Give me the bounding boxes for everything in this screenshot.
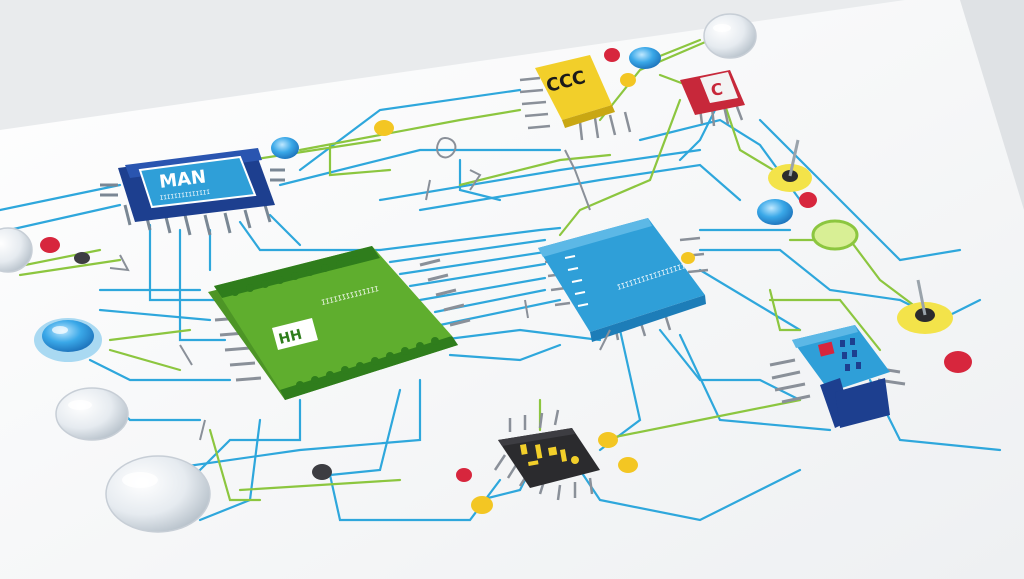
- wire: [418, 163, 742, 212]
- led-icon: [456, 468, 472, 482]
- blue-buttons: [34, 47, 793, 362]
- probe-icon: [599, 329, 611, 351]
- wire: [108, 328, 192, 342]
- wire: [108, 348, 182, 372]
- wire: [598, 398, 802, 442]
- wire: [0, 183, 122, 212]
- wire: [448, 343, 562, 362]
- wire: [278, 148, 562, 187]
- wire: [0, 203, 122, 234]
- led-icon: [618, 457, 638, 473]
- wire: [898, 248, 962, 262]
- probe-icon: [179, 344, 193, 366]
- pushbutton-icon: [811, 219, 859, 251]
- pushbutton-icon: [897, 279, 953, 334]
- wire: [88, 358, 232, 382]
- board-edge: [905, 0, 1024, 210]
- blue-chip: IIIIIIIIIIIIIIIII: [538, 218, 709, 342]
- wire: [328, 388, 402, 477]
- wire: [378, 148, 702, 202]
- wire: [698, 248, 902, 302]
- green-mcu-board: HH IIIIIIIIIIIIII: [208, 246, 471, 400]
- led-icon: [374, 120, 394, 136]
- probe-icon: [436, 137, 457, 159]
- led-icon: [799, 192, 817, 208]
- wire: [388, 238, 547, 264]
- black-ic-chip: [493, 409, 600, 501]
- led-icon: [620, 73, 636, 87]
- wire: [158, 378, 422, 472]
- bulb-icon: [0, 227, 33, 273]
- bulb-icon: [55, 387, 129, 441]
- wire: [98, 308, 212, 322]
- wire: [328, 143, 392, 177]
- leds: [40, 48, 972, 514]
- wire: [378, 226, 562, 252]
- wire: [438, 298, 562, 327]
- red-chip-label: C: [709, 79, 724, 100]
- wire: [458, 158, 502, 202]
- ring-switches: [768, 139, 953, 334]
- wire: [238, 478, 402, 492]
- led-icon: [944, 351, 972, 373]
- pushbutton-icon: [768, 139, 812, 192]
- led-icon: [471, 496, 493, 514]
- wire: [208, 428, 262, 502]
- pushbutton-icon: [629, 47, 661, 69]
- probe-icon: [524, 299, 529, 319]
- probe-icon: [109, 254, 130, 272]
- wire: [238, 220, 382, 252]
- led-icon: [598, 432, 618, 448]
- probes: [109, 137, 611, 441]
- yellow-chip: CCC: [519, 55, 632, 141]
- red-chip: C: [680, 70, 745, 127]
- navy-mcu-chip: MAN IIIIIIIIIIIIII: [100, 148, 285, 236]
- bulb-icon: [105, 455, 211, 533]
- wire: [398, 250, 547, 276]
- wire: [458, 153, 612, 187]
- wire: [198, 398, 302, 472]
- wire: [698, 268, 802, 332]
- wire: [598, 38, 712, 122]
- probe-icon: [425, 179, 431, 201]
- pushbutton-icon: [271, 137, 299, 159]
- wire: [558, 98, 682, 237]
- wire: [268, 213, 302, 247]
- led-icon: [604, 48, 620, 62]
- green-mcu-label: HH: [277, 327, 304, 348]
- bulb-icon: [703, 13, 757, 59]
- wire: [248, 138, 382, 162]
- probe-icon: [564, 149, 591, 211]
- wire: [678, 333, 832, 432]
- probe-icon: [199, 419, 206, 441]
- led-icon: [681, 252, 695, 264]
- wire: [768, 298, 882, 352]
- wire: [178, 228, 227, 342]
- probe-icon: [469, 169, 482, 191]
- wire: [18, 258, 122, 277]
- wire: [298, 88, 522, 172]
- wire: [768, 288, 802, 332]
- wire: [148, 223, 217, 302]
- blue-connector: [769, 325, 906, 428]
- led-icon: [312, 464, 332, 480]
- pushbutton-icon: [34, 318, 102, 362]
- wire: [408, 262, 547, 288]
- wire: [298, 108, 522, 152]
- wire: [418, 276, 547, 302]
- bulbs: [0, 13, 757, 533]
- wire: [758, 118, 902, 262]
- pushbutton-icon: [757, 199, 793, 225]
- led-icon: [74, 252, 90, 264]
- led-icon: [40, 237, 60, 253]
- wire: [438, 328, 602, 342]
